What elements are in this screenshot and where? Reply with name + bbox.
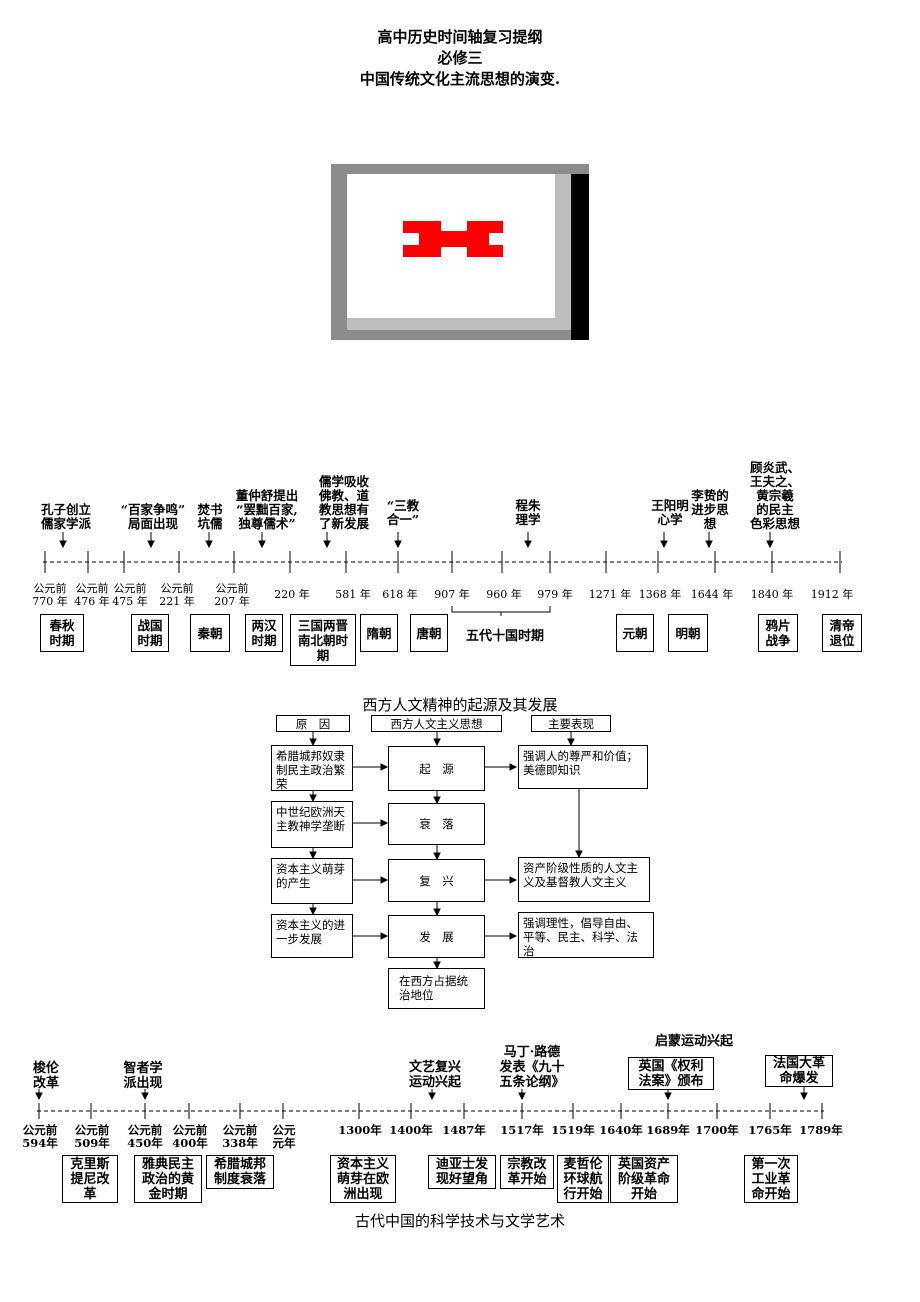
t2-year: 公元前 450年	[127, 1123, 163, 1150]
flow-cause: 资本主义的进一步发展	[271, 914, 353, 958]
t1-year: 1368 年	[638, 588, 682, 601]
flow-cause: 资本主义萌芽的产生	[271, 858, 353, 904]
flow-stage: 发 展	[388, 915, 485, 958]
t1-period: 鸦片 战争	[758, 614, 798, 652]
t2-year: 1519年	[551, 1123, 595, 1137]
logo-mark	[403, 221, 503, 257]
t2-year: 1700年	[695, 1123, 739, 1137]
t1-event: 焚书 坑儒	[197, 502, 223, 531]
t1-event: 程朱 理学	[515, 498, 541, 527]
flow-header-cause: 原 因	[276, 715, 350, 732]
t2-period: 克里斯 提尼改 革	[62, 1155, 118, 1203]
flow-stage: 起 源	[388, 746, 485, 791]
t1-year: 公元前 476 年	[74, 582, 110, 608]
flow-stage: 复 兴	[388, 859, 485, 902]
flow-stage: 衰 落	[388, 803, 485, 845]
t1-event: “三教 合一”	[386, 498, 420, 527]
t2-year: 1517年	[500, 1123, 544, 1137]
t1-year: 1271 年	[588, 588, 632, 601]
t1-year: 公元前 770 年	[32, 582, 68, 608]
t2-year: 1640年	[599, 1123, 643, 1137]
t1-year: 1912 年	[810, 588, 854, 601]
t1-period: 战国 时期	[131, 614, 169, 652]
t1-year: 公元前 221 年	[159, 582, 195, 608]
t1-year: 1840 年	[750, 588, 794, 601]
t1-year: 618 年	[382, 588, 418, 601]
t2-year: 1487年	[442, 1123, 486, 1137]
t2-period: 麦哲伦 环球航 行开始	[557, 1155, 609, 1203]
t2-year: 公元前 338年	[222, 1123, 258, 1150]
t1-event: 儒学吸收 佛教、道 教思想有 了新发展	[318, 474, 369, 531]
t1-year: 公元前 207 年	[214, 582, 250, 608]
flow-outcome: 强调理性，倡导自由、平等、民主、科学、法治	[518, 912, 654, 958]
t1-year: 907 年	[434, 588, 470, 601]
t2-year: 1300年	[338, 1123, 382, 1137]
footer-title: 古代中国的科学技术与文学艺术	[354, 1212, 565, 1230]
t2-period: 雅典民主 政治的黄 金时期	[134, 1155, 202, 1203]
t2-year: 公元前 509年	[74, 1123, 110, 1150]
t1-period: 秦朝	[190, 614, 230, 652]
t1-event: “百家争鸣” 局面出现	[120, 502, 186, 531]
logo-image	[331, 164, 589, 340]
t1-year: 220 年	[274, 588, 310, 601]
t1-event: 李贽的 进步思 想	[691, 488, 729, 531]
t2-period: 资本主义 萌芽在欧 洲出现	[330, 1155, 396, 1203]
t1-period: 春秋 时期	[40, 614, 84, 652]
t1-period: 明朝	[668, 614, 708, 652]
t1-period: 两汉 时期	[245, 614, 283, 652]
t2-year: 公元前 594年	[22, 1123, 58, 1150]
t2-year: 公元 元年	[272, 1123, 296, 1150]
t2-event: 马丁·路德 发表《九十 五条论纲》	[499, 1045, 565, 1090]
flow-title: 西方人文精神的起源及其发展	[362, 696, 558, 714]
flow-cause: 希腊城邦奴隶制民主政治繁荣	[271, 745, 353, 791]
t2-period: 迪亚士发 现好望角	[428, 1155, 496, 1189]
t1-year: 581 年	[335, 588, 371, 601]
flow-header-outcome: 主要表现	[531, 715, 611, 732]
t1-five-dynasties: 五代十国时期	[465, 629, 544, 644]
t1-period: 唐朝	[410, 614, 448, 652]
t2-period: 希腊城邦 制度衰落	[206, 1155, 274, 1189]
doc-title: 高中历史时间轴复习提纲	[377, 28, 543, 46]
t1-event: 董仲舒提出 “罢黜百家, 独尊儒术”	[235, 488, 299, 531]
t1-year: 979 年	[537, 588, 573, 601]
logo-bevel-right	[555, 174, 571, 330]
t2-year: 公元前 400年	[172, 1123, 208, 1150]
t2-year: 1765年	[748, 1123, 792, 1137]
t2-event: 文艺复兴 运动兴起	[408, 1060, 461, 1090]
flow-header-thought: 西方人文主义思想	[371, 715, 502, 732]
doc-subtitle: 必修三	[437, 49, 483, 67]
t1-year: 公元前 475 年	[112, 582, 148, 608]
t2-period: 英国资产 阶级革命 开始	[610, 1155, 678, 1203]
t2-event: 启蒙运动兴起	[654, 1034, 733, 1049]
flow-cause: 中世纪欧洲天主教神学垄断	[271, 801, 353, 848]
t2-year: 1689年	[646, 1123, 690, 1137]
t1-year: 1644 年	[690, 588, 734, 601]
t2-event: 智者学 派出现	[123, 1061, 163, 1091]
logo-bevel-bottom	[347, 318, 571, 330]
logo-shadow-right	[571, 174, 589, 340]
t2-year: 1789年	[799, 1123, 843, 1137]
t1-year: 960 年	[486, 588, 522, 601]
t1-event: 孔子创立 儒家学派	[40, 502, 91, 531]
flow-stage-final: 在西方占据统治地位	[388, 968, 485, 1009]
t2-period: 第一次 工业革 命开始	[744, 1155, 798, 1203]
t1-period: 隋朝	[360, 614, 398, 652]
t1-period: 三国两晋 南北朝时 期	[290, 614, 356, 666]
t2-year: 1400年	[389, 1123, 433, 1137]
t1-event: 顾炎武、 王夫之、 黄宗羲 的民主 色彩思想	[749, 460, 800, 531]
t2-period: 宗教改 革开始	[500, 1155, 554, 1189]
t1-period: 清帝 退位	[822, 614, 862, 652]
t2-event-box: 法国大革 命爆发	[765, 1055, 833, 1087]
flow-outcome: 强调人的尊严和价值；美德即知识	[518, 745, 648, 789]
flow-outcome: 资产阶级性质的人文主义及基督教人文主义	[518, 857, 650, 902]
t1-period: 元朝	[616, 614, 654, 652]
t1-event: 王阳明 心学	[651, 498, 689, 527]
doc-topic: 中国传统文化主流思想的演变.	[359, 70, 561, 88]
t2-event-box: 英国《权利 法案》颁布	[628, 1057, 714, 1090]
t2-event: 梭伦 改革	[32, 1061, 59, 1091]
